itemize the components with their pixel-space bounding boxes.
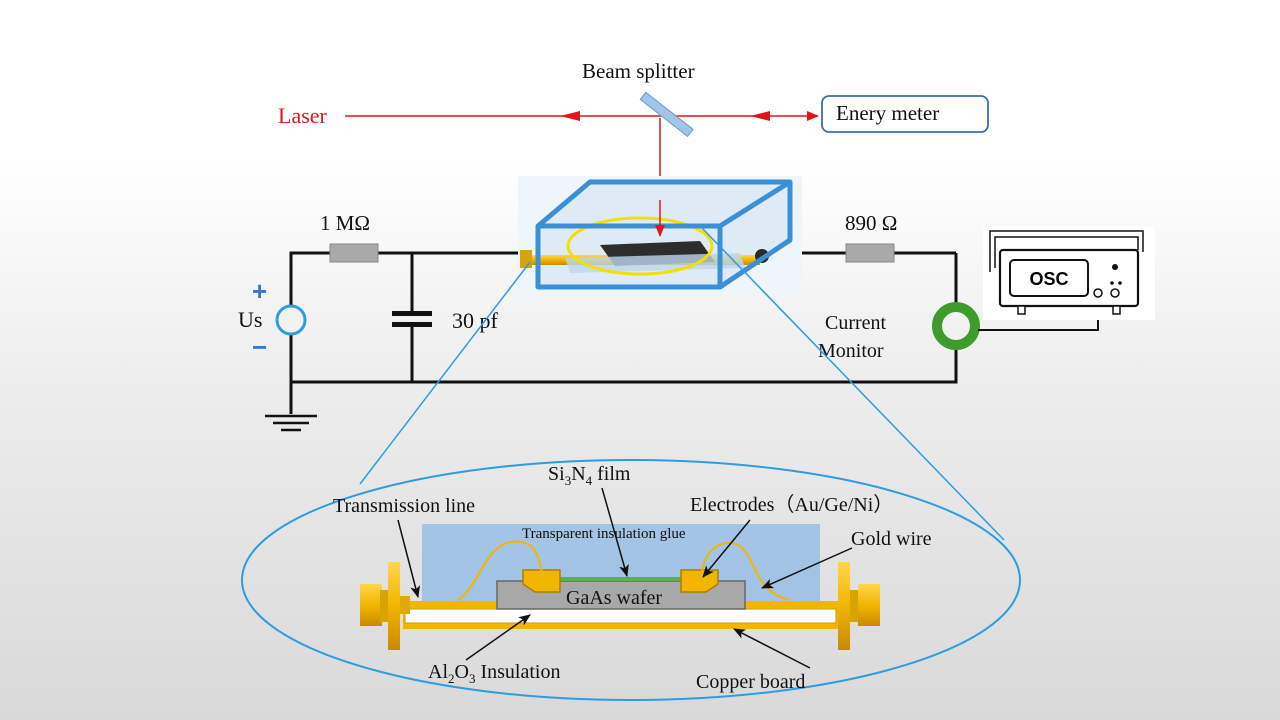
current-monitor-coil [932, 302, 980, 350]
connector-right-flange [838, 562, 850, 650]
energy-meter-label: Enery meter [836, 101, 939, 125]
resistor-890 [845, 243, 895, 263]
transmission-line-label: Transmission line [333, 495, 475, 517]
beam-splitter [639, 91, 694, 138]
si3n4-label: Si3N4 film [548, 463, 631, 488]
beam-splitter-label: Beam splitter [582, 59, 695, 83]
capacitor-plate-top [392, 311, 432, 316]
si3n4-pointer [601, 487, 629, 577]
capacitor-plate-bottom [392, 322, 432, 327]
pcss-highlight-ellipse [566, 216, 714, 276]
minus-sign: − [252, 332, 267, 362]
energy-meter-box [821, 95, 989, 133]
osc-label: OSC [1029, 269, 1068, 289]
oscilloscope: OSC [983, 227, 1155, 320]
ground-symbol [265, 414, 317, 432]
pcss-device-box [518, 176, 802, 294]
plus-sign: + [252, 276, 267, 306]
zoom-line-right [701, 227, 1005, 541]
current-monitor-line1: Current [825, 312, 887, 334]
gold-wire-label: Gold wire [851, 528, 932, 550]
gaas-label: GaAs wafer [566, 587, 662, 609]
detail-ellipse [241, 459, 1021, 701]
electrode-left [522, 569, 561, 593]
copper-board-label: Copper board [696, 671, 805, 693]
electrodes-pointer [702, 519, 751, 578]
source-label: Us [238, 307, 262, 332]
al2o3-layer [404, 608, 837, 624]
resistor-890-label: 890 Ω [845, 211, 897, 235]
current-monitor-line2: Monitor [818, 340, 884, 362]
glue-label: Transparent insulation glue [522, 526, 686, 542]
connector-left-body [360, 584, 382, 626]
laser-beam-arrowhead [560, 111, 580, 121]
reflected-beam-arrowhead [750, 111, 770, 121]
electrodes-label: Electrodes（Au/Ge/Ni） [690, 493, 893, 516]
detail-view: Transparent insulation glue GaAs wafer S… [241, 459, 1021, 701]
resistor-1m-label: 1 MΩ [320, 211, 370, 235]
transmission-line-pointer [397, 519, 421, 598]
laser-label: Laser [278, 103, 328, 128]
copper-board-pointer [733, 628, 811, 669]
gold-wire-pointer [761, 547, 853, 589]
si3n4-film [560, 577, 682, 581]
al2o3-pointer [465, 614, 531, 661]
resistor-1m [329, 243, 379, 263]
connector-right-body [858, 584, 880, 626]
optics-section: Laser Beam splitter Enery meter [278, 59, 989, 236]
al2o3-label: Al2O3 Insulation [428, 661, 560, 686]
zoom-line-left [359, 261, 531, 485]
voltage-source [275, 304, 307, 336]
connector-left-flange [388, 562, 400, 650]
gold-wire-left [457, 540, 543, 601]
